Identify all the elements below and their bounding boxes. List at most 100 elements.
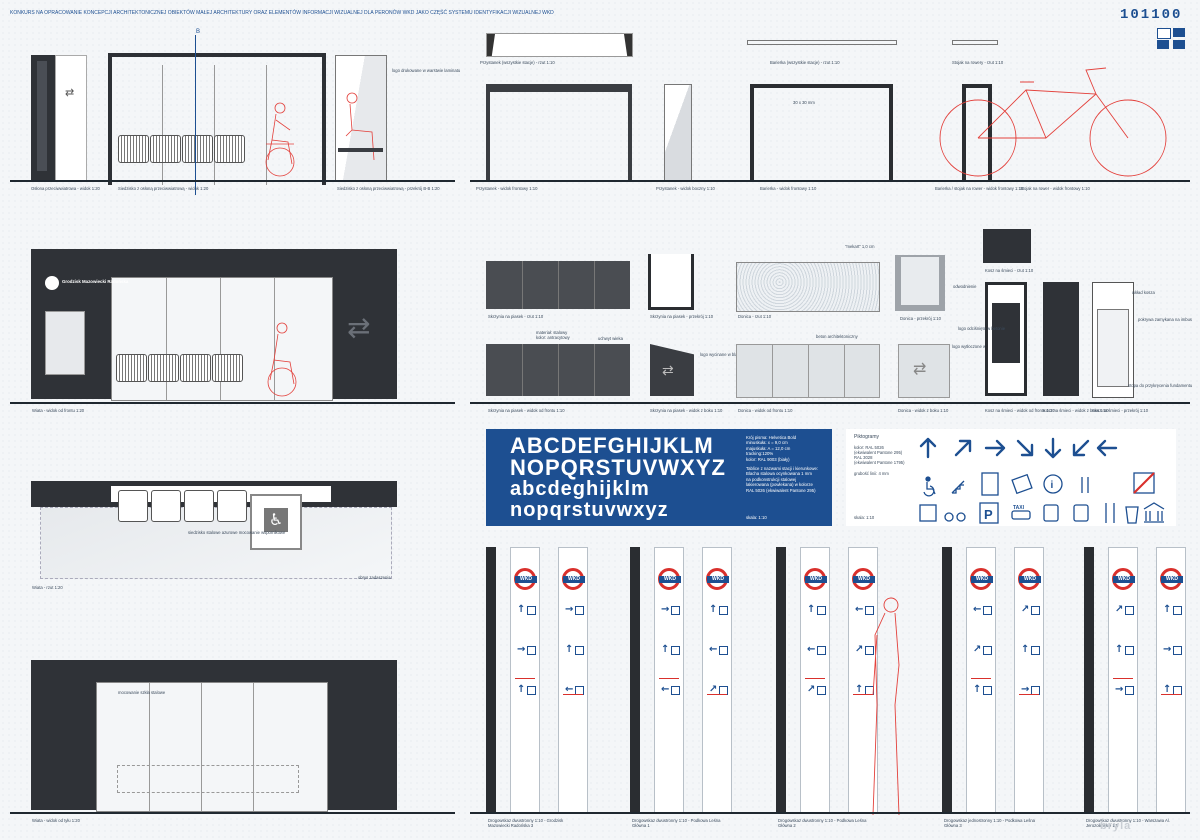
label-railing-profile: 30 x 30 mm: [793, 100, 815, 105]
bus-pictogram-icon: [1043, 504, 1059, 522]
wkd-logo: WKD: [852, 568, 875, 590]
railing-plan: [747, 40, 897, 45]
direction-arrow-icon: ↑: [855, 684, 864, 695]
section-marker-b: B: [196, 29, 201, 35]
direction-arrow-icon: ↑: [709, 604, 718, 615]
signpost-caption: Drogowskaz dwustronny 1:10 - Warszawa Al…: [1086, 818, 1170, 828]
label-pressed-logo: logo odciśnięte w betonie: [958, 326, 1006, 331]
arrow-down-left-icon: [1072, 439, 1090, 457]
wkd-logo-text: WKD: [1019, 576, 1041, 583]
windscreen-side-panel: [31, 55, 55, 180]
label-concrete: beton architektoniczny: [816, 334, 858, 339]
wkd-logo-text: WKD: [1161, 576, 1183, 583]
label-material: materiał: stalowy: [536, 330, 568, 335]
pictogram-icon: [1173, 646, 1182, 655]
pictogram-icon: [817, 686, 826, 695]
plan-seat-4: [217, 490, 247, 522]
pictogram-icon: [719, 646, 728, 655]
board-code: 101100: [1120, 7, 1183, 23]
seat-section-view: [335, 55, 387, 182]
wkd-logo-small: [45, 276, 59, 290]
label-bin-front: Kosz na śmieci - widok od frontu 1:10: [985, 408, 1055, 413]
toilet-pictogram-icon: [1081, 477, 1089, 493]
sandbox-front: [486, 344, 630, 396]
direction-arrow-icon: ↗: [709, 684, 718, 695]
wheelchair-user-figure-2: [267, 322, 297, 397]
pictogram-icon: [1173, 606, 1182, 615]
typeface-panel: ABCDEFGHIJKLM NOPQRSTUVWXYZ abcdeghijklm…: [486, 429, 832, 526]
standing-person-figure: [872, 597, 900, 816]
wkd-logo-text: WKD: [1113, 576, 1135, 583]
parking-letter: P: [984, 507, 993, 522]
label-shelter-plan-view: Wiata - rzut 1:20: [32, 585, 63, 590]
ground-line-1: [10, 180, 455, 182]
direction-arrow-icon: ←: [855, 604, 864, 615]
label-bin-section: Kosz na śmieci - przekrój 1:10: [1092, 408, 1149, 413]
pictogram-color-3: RAL 3028: [854, 455, 873, 460]
label-bin-side: Kosz na śmieci - widok z boku 1:10: [1043, 408, 1109, 413]
wheelchair-icon: ♿: [264, 508, 288, 532]
direction-arrow-icon: ↗: [1021, 604, 1030, 615]
key-plan-box-3: [1157, 40, 1169, 49]
bike-rack-front: [962, 84, 992, 180]
pictogram-icon: [1125, 686, 1134, 695]
label-bin-lid: pokrywa zamykana na imbus: [1138, 317, 1192, 322]
signpost-pole: [942, 547, 952, 812]
pictogram-icon: [527, 606, 536, 615]
building-pictogram-icon: [919, 504, 937, 522]
taxi-pictogram-icon: [1011, 510, 1031, 520]
bench-seat-1: [116, 354, 147, 382]
direction-arrow-icon: ←: [973, 604, 982, 615]
label-seat-section: Siedzisko z osłoną przeciwwiatrową - prz…: [337, 186, 440, 191]
sandbox-plan: [486, 261, 630, 309]
wkd-logo: WKD: [970, 568, 993, 590]
direction-arrow-icon: →: [565, 604, 574, 615]
planter-section: [895, 255, 945, 311]
pictogram-icon: [671, 646, 680, 655]
watermark: bryla: [1100, 820, 1132, 832]
signpost-caption: Drogowskaz dwustronny 1:10 - Grodzisk Ma…: [488, 818, 564, 828]
pictogram-color-4: (ekwiwalent Pantone 1795): [854, 460, 905, 465]
wkd-logo-text: WKD: [971, 576, 993, 583]
signpost-panel: WKD←↗↑: [966, 547, 996, 814]
ground-line-6: [470, 812, 1190, 814]
label-bike-rack-front: Stojak na rower - widok frontowy 1:10: [1020, 186, 1090, 191]
tram-pictogram-icon: [1073, 504, 1089, 522]
elevator-pictogram-icon: [981, 472, 999, 496]
bin-plan: [983, 229, 1031, 263]
stairs-pictogram-icon: [951, 480, 965, 494]
bench-seat-3: [180, 354, 211, 382]
direction-arrow-icon: ↑: [517, 684, 526, 695]
bench-seat-4: [212, 354, 243, 382]
pictogram-set: i P TAXI: [919, 437, 1165, 524]
arrow-right-icon: [984, 439, 1006, 457]
pictogram-icon: [671, 606, 680, 615]
direction-arrow-icon: ↑: [973, 684, 982, 695]
font-sample-lower-2: nopqrstuvwxyz: [510, 499, 669, 521]
label-railing-plan: Barierka (wszystkie stacje) - rzut 1:10: [770, 60, 840, 65]
bench-seat-2: [148, 354, 179, 382]
direction-arrow-icon: ←: [807, 644, 816, 655]
pictogram-icon: [575, 646, 584, 655]
direction-arrow-icon: →: [1021, 684, 1030, 695]
pictogram-scale: skala: 1:10: [854, 515, 875, 520]
pictogram-icon: [865, 606, 874, 615]
pictogram-icon: [719, 606, 728, 615]
wheelchair-pictogram-icon: [925, 476, 931, 482]
label-shelter-front: Przystanek - widok frontowy 1:10: [476, 186, 538, 191]
red-divider: [971, 678, 991, 679]
pictogram-icon: [817, 646, 826, 655]
signpost-panel: WKD↑←↗: [800, 547, 830, 814]
seat-with-windscreen-view: [108, 53, 326, 185]
red-divider: [805, 678, 825, 679]
label-sandbox-section: Skrzynia na piasek - przekrój 1:10: [650, 314, 714, 319]
wkd-logo: WKD: [658, 568, 681, 590]
direction-arrow-icon: ↗: [1115, 604, 1124, 615]
wheelchair-user-figure: [265, 102, 295, 177]
label-windscreen: Osłona przeciwwiatrowa - widok 1:20: [31, 186, 100, 191]
label-color: kolor: antracytowy: [536, 335, 570, 340]
red-divider: [515, 678, 535, 679]
arrow-down-icon: [1044, 437, 1062, 459]
direction-arrow-icon: ↑: [807, 604, 816, 615]
signpost-panel: WKD↗↑→: [1014, 547, 1044, 814]
